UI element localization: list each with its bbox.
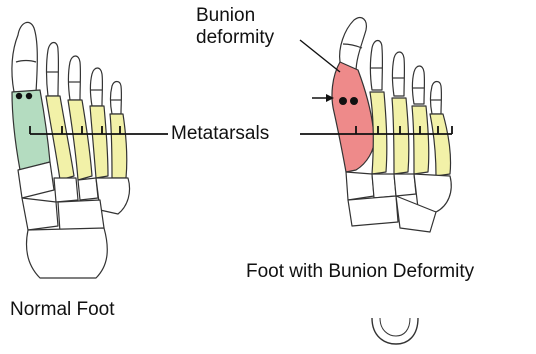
normal-joint-dot bbox=[16, 93, 22, 99]
bunion-deformity-label: Bunion deformity bbox=[196, 5, 306, 49]
bunion-foot-label: Foot with Bunion Deformity bbox=[246, 261, 474, 283]
bunion-joint-dot bbox=[350, 97, 358, 105]
bunion-arrow bbox=[312, 94, 334, 102]
bunion-first-metatarsal bbox=[332, 62, 374, 172]
bunion-tarsals bbox=[346, 172, 451, 232]
bunion-leader-line bbox=[300, 40, 340, 72]
bunion-label-line2: deformity bbox=[196, 27, 306, 49]
normal-foot-illustration bbox=[12, 22, 130, 278]
normal-first-metatarsal bbox=[12, 90, 50, 170]
bunion-label-line1: Bunion bbox=[196, 5, 306, 27]
normal-joint-dot bbox=[26, 93, 32, 99]
bunion-joint-dot bbox=[339, 97, 347, 105]
normal-foot-label: Normal Foot bbox=[10, 299, 115, 321]
bunion-heel bbox=[372, 318, 418, 344]
metatarsals-label: Metatarsals bbox=[171, 123, 269, 145]
bunion-foot-illustration bbox=[332, 18, 451, 344]
normal-tarsals bbox=[18, 162, 130, 278]
